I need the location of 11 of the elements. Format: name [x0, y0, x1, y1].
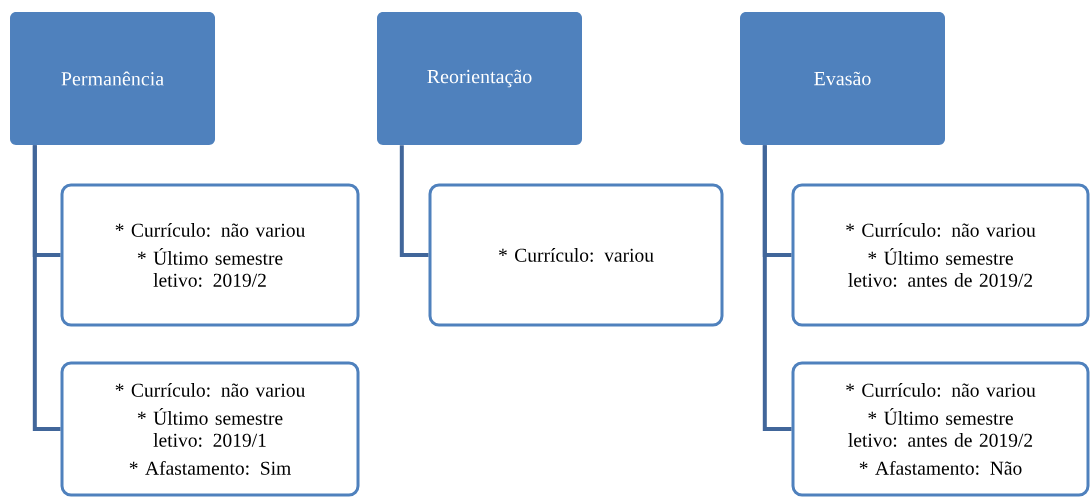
- header-box: Permanência: [10, 12, 215, 145]
- criteria-box: * Currículo: não variou * Último semestre letivo: 2019/1 * Afastamento: Sim: [60, 361, 360, 497]
- criteria-box: * Currículo: não variou * Último semestre letivo: antes de 2019/2 * Afastamento: Não: [791, 361, 1090, 497]
- header-box: Evasão: [740, 12, 945, 145]
- header-box: Reorientação: [377, 12, 582, 145]
- criteria-box: * Currículo: não variou * Último semestre letivo: antes de 2019/2: [791, 183, 1090, 327]
- criteria-box: * Currículo: variou: [428, 183, 724, 327]
- connector-line: [399, 145, 429, 257]
- criteria-box: * Currículo: não variou * Último semestre letivo: 2019/2: [60, 183, 360, 327]
- connector-line: [32, 145, 61, 431]
- connector-line: [762, 145, 792, 431]
